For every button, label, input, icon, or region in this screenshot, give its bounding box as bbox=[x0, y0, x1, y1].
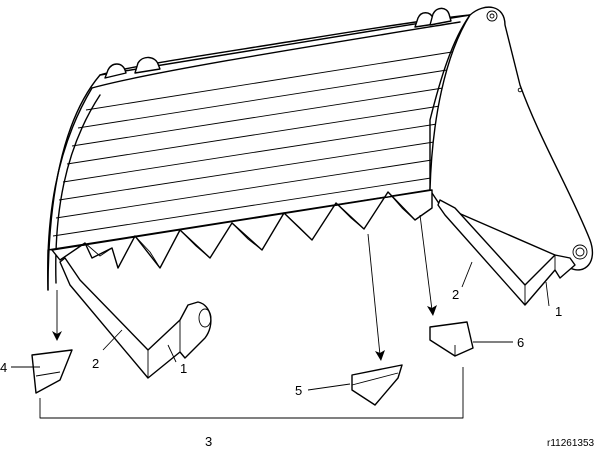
tooth-insert-5 bbox=[351, 364, 403, 406]
right-cutting-edge bbox=[437, 199, 576, 306]
callout-4: 4 bbox=[0, 360, 7, 375]
callout-3: 3 bbox=[205, 434, 212, 449]
tooth-insert-6 bbox=[429, 321, 474, 357]
callout-6: 6 bbox=[517, 335, 524, 350]
callout-2-left: 2 bbox=[92, 356, 99, 371]
left-cutting-edge bbox=[59, 257, 212, 379]
callout-5: 5 bbox=[295, 383, 302, 398]
reference-code: r11261353 bbox=[547, 438, 595, 449]
callout-1-right: 1 bbox=[555, 304, 562, 319]
arrows bbox=[52, 214, 437, 361]
callout-2-right: 2 bbox=[452, 287, 459, 302]
mounting-brackets bbox=[104, 7, 452, 79]
right-side-plate bbox=[429, 6, 594, 271]
tooth-insert-4 bbox=[31, 349, 73, 394]
tooth-row bbox=[51, 189, 433, 269]
leader-lines bbox=[11, 261, 550, 419]
callout-1-left: 1 bbox=[180, 361, 187, 376]
